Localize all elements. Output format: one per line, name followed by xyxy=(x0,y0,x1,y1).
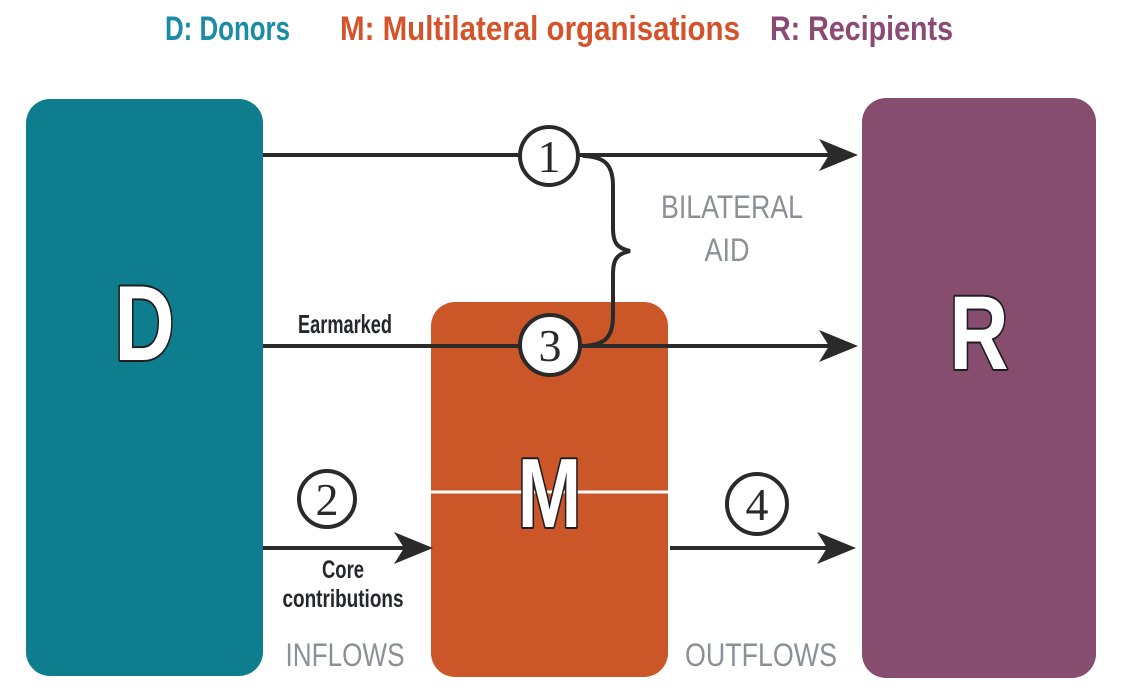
recipients-letter-group: R xyxy=(948,272,1011,393)
outflows-label: OUTFLOWS xyxy=(685,637,837,673)
flow-2-number: 2 xyxy=(316,474,339,525)
flow-3-number: 3 xyxy=(539,320,562,371)
donors-letter: D xyxy=(114,264,174,383)
flow-3-arrowhead-icon xyxy=(819,330,858,362)
core-contributions-label-line1: Core xyxy=(322,556,364,584)
multilateral-box xyxy=(431,302,668,677)
legend-item-multilateral: M: Multilateral organisations xyxy=(340,10,740,48)
flow-4-badge xyxy=(725,472,789,536)
recipients-box xyxy=(862,98,1096,678)
bilateral-aid-brace xyxy=(582,154,631,348)
flow-2-arrowhead-icon xyxy=(394,532,433,564)
flow-2-badge xyxy=(297,469,357,529)
flow-3-badge xyxy=(518,313,582,377)
flow-4-arrowhead-icon xyxy=(817,532,856,564)
multilateral-letter: M xyxy=(518,438,582,548)
flow-4-number: 4 xyxy=(746,479,769,530)
recipients-letter: R xyxy=(949,274,1008,391)
bilateral-aid-label-line1: BILATERAL xyxy=(661,189,803,225)
donors-letter-group: D xyxy=(113,262,177,385)
legend-item-donors: D: Donors xyxy=(165,10,290,48)
inflows-label: INFLOWS xyxy=(286,637,405,673)
core-contributions-label-line2: contributions xyxy=(283,585,404,613)
flow-1-arrowhead-icon xyxy=(819,139,858,171)
bilateral-aid-label-line2: AID xyxy=(705,232,750,268)
flow-1-number: 1 xyxy=(538,131,561,182)
multilateral-letter-group: M xyxy=(516,436,583,550)
earmarked-label: Earmarked xyxy=(298,309,392,339)
flow-1-badge xyxy=(518,125,580,187)
donors-box xyxy=(26,99,263,676)
legend-item-recipients: R: Recipients xyxy=(770,10,953,48)
